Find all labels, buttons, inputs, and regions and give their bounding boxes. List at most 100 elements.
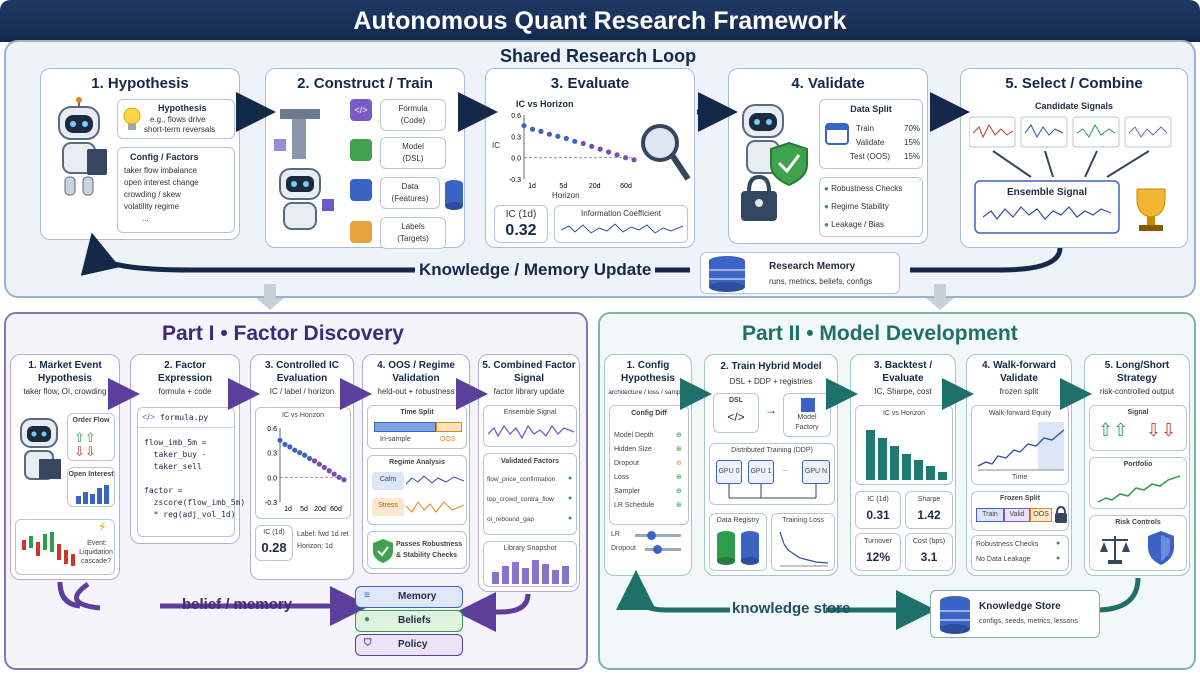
- shield-icon: [1148, 531, 1174, 565]
- signal-box: Signal ⇧⇧ ⇩⇩: [1089, 405, 1187, 451]
- down-arrow-part2: [926, 284, 954, 310]
- p2-step2-card[interactable]: 2. Train Hybrid Model DSL + DDP + regist…: [704, 354, 838, 576]
- lightbulb-icon: [123, 107, 141, 130]
- candidate-signals-graphic: [969, 116, 1172, 234]
- y-tick-label: 0.0: [267, 475, 277, 482]
- x-tick-label: 1d: [528, 183, 536, 190]
- data-point: [321, 464, 327, 471]
- database-icon: [445, 180, 463, 210]
- step-select-card[interactable]: 5. Select / Combine Candidate Signals En…: [960, 68, 1188, 248]
- library-snapshot-box: Library Snapshot: [483, 541, 577, 587]
- p1-step2-card[interactable]: 2. Factor Expression formula + code </> …: [130, 354, 245, 544]
- shared-loop-arrows: [80, 92, 1063, 276]
- lr-slider[interactable]: [635, 531, 681, 540]
- data-point: [572, 138, 578, 144]
- data-point: [282, 441, 288, 448]
- y-axis-label: IC: [492, 141, 500, 150]
- check-icon: ●: [824, 202, 829, 211]
- data-point: [336, 474, 342, 480]
- p2-step4-card[interactable]: 4. Walk-forward Validate frozen split Wa…: [966, 354, 1072, 576]
- data-point: [302, 452, 308, 458]
- lock-icon: [1055, 506, 1067, 523]
- beliefs-pill[interactable]: ● Beliefs: [355, 610, 463, 632]
- candlestick-icon: [22, 532, 75, 566]
- plus-icon: ⊕: [676, 488, 682, 495]
- robot-icon: [58, 97, 107, 196]
- data-point: [606, 149, 612, 155]
- data-point: [297, 450, 303, 456]
- check-icon: ●: [1056, 555, 1061, 562]
- ic-metric-box: IC (1d) 0.32: [494, 205, 548, 243]
- database-icon: ≡: [364, 590, 370, 601]
- down-arrow-part1: [256, 284, 284, 310]
- database-icon: [709, 256, 745, 292]
- data-point: [277, 437, 283, 443]
- code-icon: </>: [727, 410, 745, 424]
- shared-loop-heading: Shared Research Loop: [500, 46, 697, 66]
- data-point: [580, 140, 586, 147]
- data-point: [546, 131, 552, 137]
- p2-step3-card[interactable]: 3. Backtest / Evaluate IC, Sharpe, cost …: [850, 354, 956, 576]
- p1-step5-card[interactable]: 5. Combined Factor Signal factor library…: [478, 354, 580, 592]
- ddp-box: Distributed Training (DDP) GPU 0 GPU 1 .…: [709, 443, 835, 505]
- ic-series-box: Information Coefficient: [554, 205, 688, 243]
- data-point: [316, 461, 322, 467]
- p1-step3-card[interactable]: 3. Controlled IC Evaluation IC / label /…: [250, 354, 354, 580]
- config-factors-box: Config / Factors taker flow imbalance op…: [117, 147, 235, 233]
- data-point: [331, 471, 337, 477]
- p2-step1-card[interactable]: 1. Config Hypothesis architecture / loss…: [604, 354, 692, 576]
- order-flow-box: Order Flow ⇧⇧ ⇩⇩: [67, 413, 115, 461]
- data-point: [521, 123, 527, 129]
- data-point: [589, 143, 595, 149]
- research-memory-box[interactable]: Research Memory runs, metrics, beliefs, …: [700, 252, 900, 294]
- y-tick-label: 0.0: [511, 156, 521, 163]
- check-icon: ●: [568, 515, 573, 522]
- step-title: 1. Hypothesis: [91, 75, 189, 92]
- data-point: [292, 447, 298, 453]
- check-icon: ●: [568, 495, 573, 502]
- step-construct-card[interactable]: 2. Construct / Train </> Formula(Code) M…: [265, 68, 465, 249]
- y-tick-label: 0.3: [511, 134, 521, 141]
- dropout-slider[interactable]: [645, 545, 681, 554]
- data-point: [622, 155, 629, 161]
- model-cube-icon: [350, 139, 372, 161]
- p2-step5-card[interactable]: 5. Long/Short Strategy risk-controlled o…: [1084, 354, 1190, 576]
- policy-pill[interactable]: ⛉ Policy: [355, 634, 463, 656]
- p1-step4-card[interactable]: 4. OOS / Regime Validation held-out + ro…: [362, 354, 470, 574]
- robot-arm-icon: [274, 109, 334, 230]
- knowledge-store-arrow-label: knowledge store: [732, 600, 851, 617]
- check-icon: ●: [824, 184, 829, 193]
- x-tick-label: 20d: [314, 506, 326, 513]
- memory-pill[interactable]: ≡ Memory: [355, 586, 463, 608]
- plus-icon: ⊕: [676, 432, 682, 439]
- data-point: [311, 458, 318, 464]
- open-interest-box: Open Interest: [67, 467, 115, 507]
- gpu-0: GPU 0: [716, 460, 742, 484]
- knowledge-store-box[interactable]: Knowledge Store configs, seeds, metrics,…: [930, 590, 1100, 638]
- metric-cost: Cost (bps)3.1: [905, 533, 953, 571]
- magnifier-icon: [641, 124, 691, 181]
- model-factory-box: Model Factory: [783, 393, 831, 437]
- metric-ic: IC (1d)0.31: [855, 491, 901, 529]
- p1-step1-card[interactable]: 1. Market Event Hypothesis taker flow, O…: [10, 354, 120, 580]
- config-diff-box: Config Diff Model Depth⊕ Hidden Size⊕ Dr…: [609, 405, 689, 525]
- gpu-n: GPU N: [802, 460, 830, 484]
- database-icon: [940, 596, 970, 634]
- data-point: [538, 128, 544, 134]
- database-icon: [717, 531, 759, 565]
- up-arrow-icon: ⇧⇧: [74, 430, 96, 445]
- oos-bar: [436, 422, 462, 432]
- data-point: [614, 152, 620, 158]
- gpu-1: GPU 1: [748, 460, 774, 484]
- step-hypothesis-card[interactable]: 1. Hypothesis Hypothesis e.g., flows dri…: [40, 68, 240, 240]
- check-icon: ●: [568, 475, 573, 482]
- minus-icon: ⊖: [676, 460, 682, 467]
- x-tick-label: 60d: [330, 506, 342, 513]
- y-tick-label: -0.3: [509, 177, 521, 184]
- plus-icon: ⊕: [676, 446, 682, 453]
